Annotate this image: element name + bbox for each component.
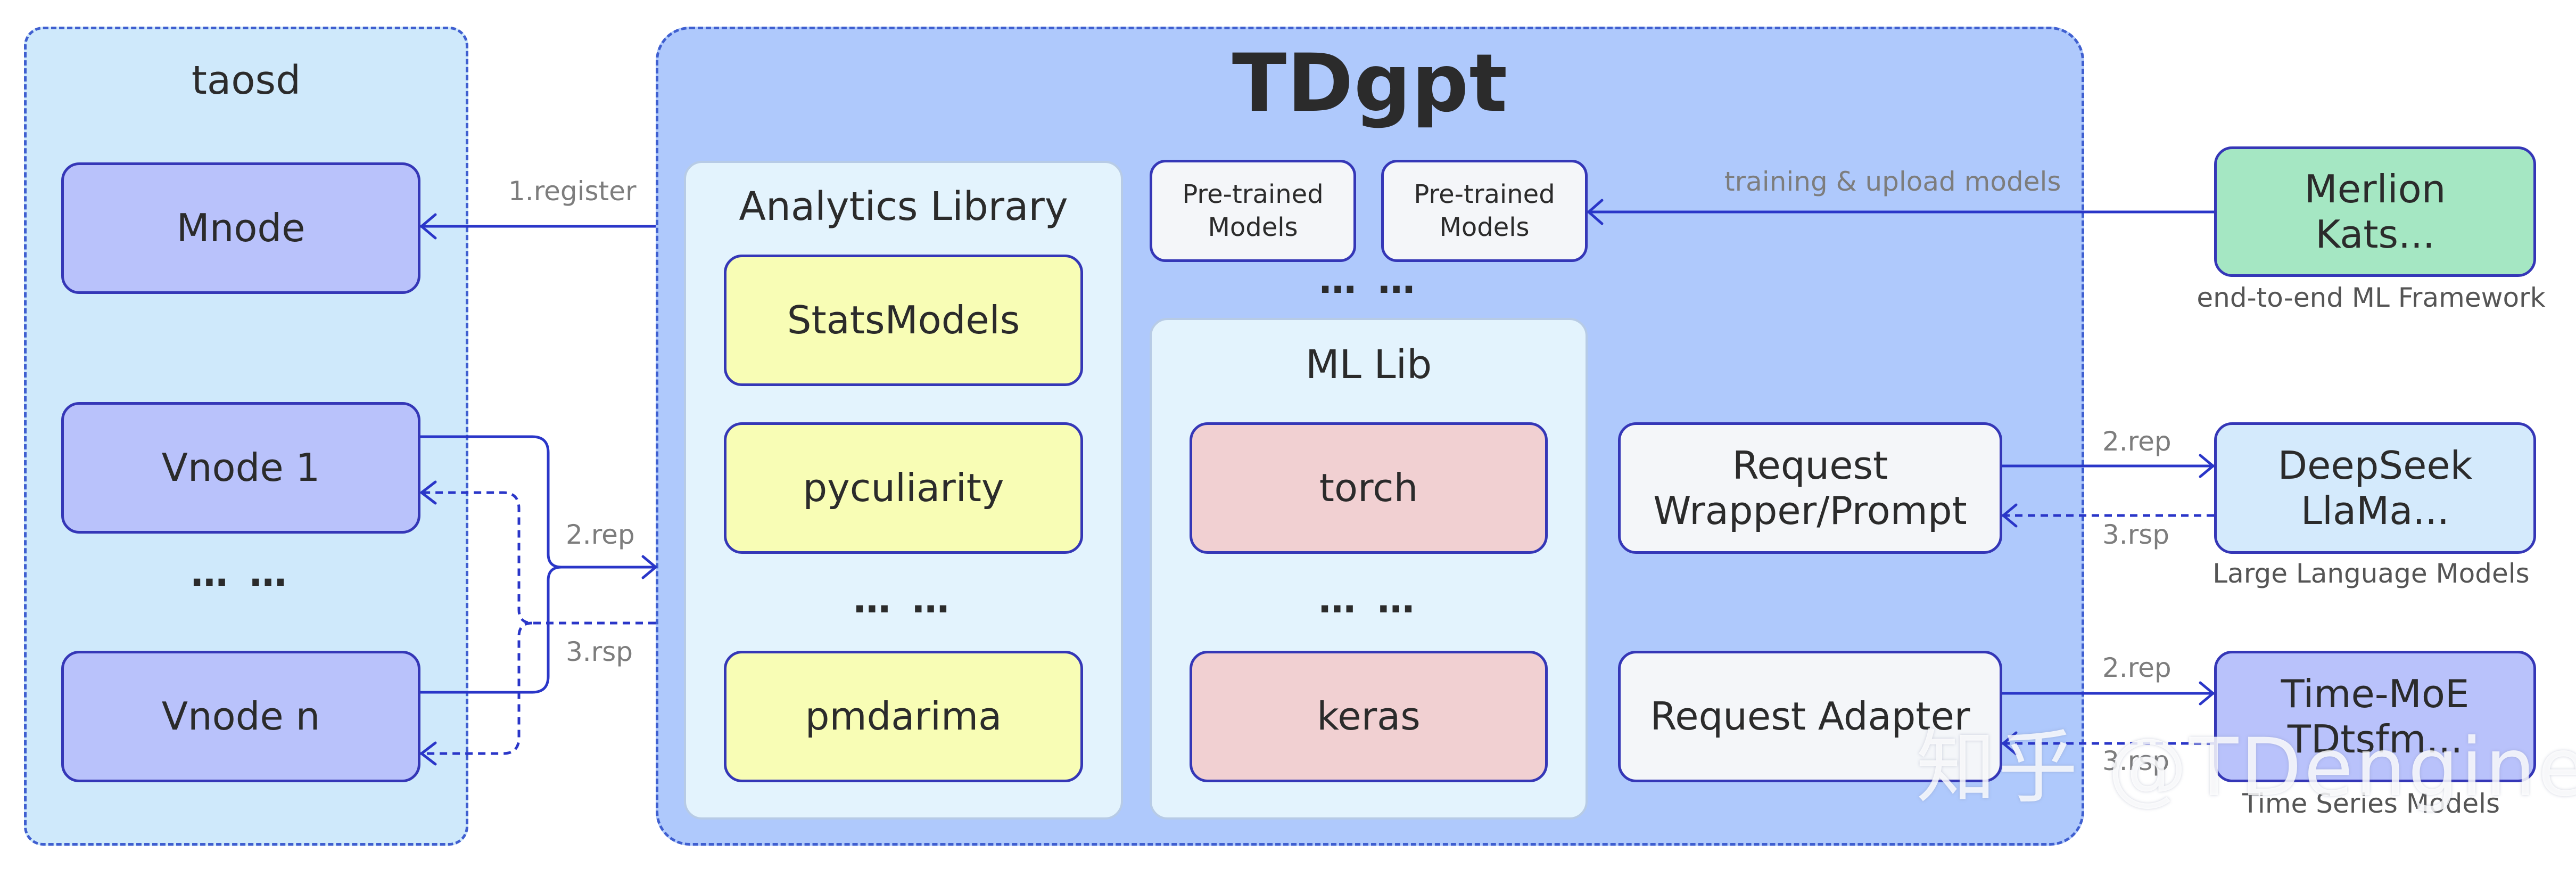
pmdarima-label: pmdarima xyxy=(805,694,1002,739)
register-label: 1.register xyxy=(508,176,637,207)
request-wrapper-label: Request Wrapper/Prompt xyxy=(1653,443,1967,533)
vnode-ellipsis: … … xyxy=(191,551,291,595)
rep-label: 2.rep xyxy=(566,519,635,550)
vnode-n-box[interactable]: Vnode n xyxy=(61,651,420,782)
statsmodels-label: StatsModels xyxy=(787,298,1020,343)
rsp-arrowhead-1 xyxy=(420,480,437,505)
pretrained-models-label-1: Pre-trained Models xyxy=(1182,179,1324,242)
keras-label: keras xyxy=(1317,694,1421,739)
ts-models-box[interactable]: Time-MoE TDtsfm... xyxy=(2214,651,2536,782)
rsp-edge xyxy=(420,491,656,625)
llm-rep-arrowhead xyxy=(2199,454,2215,478)
taosd-title: taosd xyxy=(191,58,301,103)
rsp-label: 3.rsp xyxy=(566,636,633,667)
request-adapter-label: Request Adapter xyxy=(1650,694,1970,739)
rep-arrowhead xyxy=(641,555,657,579)
ts-rsp-label: 3.rsp xyxy=(2102,746,2170,776)
ml-lib-ellipsis: … … xyxy=(1318,578,1419,621)
ml-framework-caption: end-to-end ML Framework xyxy=(2197,282,2546,313)
pmdarima-box[interactable]: pmdarima xyxy=(724,651,1083,782)
ts-rep-arrowhead xyxy=(2199,681,2215,706)
rep-edge xyxy=(420,435,656,569)
request-wrapper-box[interactable]: Request Wrapper/Prompt xyxy=(1618,422,2002,554)
keras-box[interactable]: keras xyxy=(1190,651,1548,782)
watermark-text: 知乎 @TDengine xyxy=(1916,722,2576,814)
ml-framework-label: Merlion Kats... xyxy=(2304,166,2446,257)
pyculiarity-label: pyculiarity xyxy=(803,465,1004,511)
vnode-n-label: Vnode n xyxy=(161,694,320,739)
pretrained-ellipsis: … … xyxy=(1319,258,1419,302)
analytics-library-title: Analytics Library xyxy=(739,184,1068,230)
ml-framework-box[interactable]: Merlion Kats... xyxy=(2214,146,2536,277)
torch-label: torch xyxy=(1319,465,1418,511)
training-label: training & upload models xyxy=(1724,166,2061,197)
llm-caption: Large Language Models xyxy=(2212,558,2530,589)
llm-box[interactable]: DeepSeek LlaMa... xyxy=(2214,422,2536,554)
statsmodels-box[interactable]: StatsModels xyxy=(724,255,1083,386)
ts-models-label: Time-MoE TDtsfm... xyxy=(2281,671,2470,762)
request-adapter-box[interactable]: Request Adapter xyxy=(1618,651,2002,782)
mnode-box[interactable]: Mnode xyxy=(61,162,420,294)
rsp-edge-n xyxy=(420,621,533,755)
rep-edge-n xyxy=(420,566,562,694)
llm-rsp-arrowhead xyxy=(2002,503,2018,528)
rsp-arrowhead-n xyxy=(420,741,437,766)
ts-rsp-arrowhead xyxy=(2002,731,2018,756)
llm-label: DeepSeek LlaMa... xyxy=(2277,443,2473,533)
vnode-1-label: Vnode 1 xyxy=(161,445,320,490)
ml-lib-title: ML Lib xyxy=(1305,342,1432,388)
mnode-label: Mnode xyxy=(176,206,306,251)
analytics-ellipsis: … … xyxy=(853,578,954,621)
pretrained-models-label-2: Pre-trained Models xyxy=(1414,179,1555,242)
pyculiarity-box[interactable]: pyculiarity xyxy=(724,422,1083,554)
register-arrowhead xyxy=(420,213,437,240)
torch-box[interactable]: torch xyxy=(1190,422,1548,554)
training-arrowhead xyxy=(1587,199,1604,225)
llm-rep-label: 2.rep xyxy=(2102,426,2172,457)
pretrained-models-box-2[interactable]: Pre-trained Models xyxy=(1381,160,1588,262)
tdgpt-title: TDgpt xyxy=(1232,37,1508,130)
pretrained-models-box-1[interactable]: Pre-trained Models xyxy=(1150,160,1356,262)
llm-rsp-label: 3.rsp xyxy=(2102,519,2170,550)
ts-rep-label: 2.rep xyxy=(2102,652,2172,683)
vnode-1-box[interactable]: Vnode 1 xyxy=(61,402,420,534)
ts-models-caption: Time Series Models xyxy=(2242,788,2500,819)
